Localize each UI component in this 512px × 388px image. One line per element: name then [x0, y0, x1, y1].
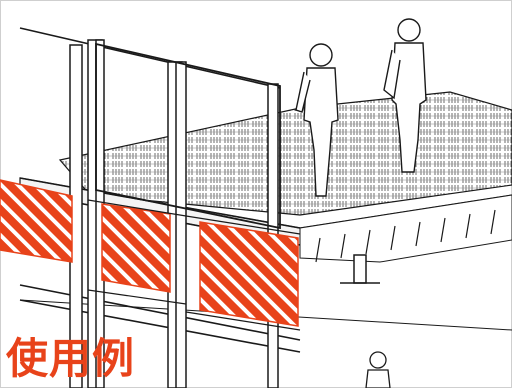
usage-example-caption: 使用例 — [6, 334, 136, 383]
deck-beam — [299, 194, 512, 263]
person-silhouette-left — [295, 43, 339, 197]
hatched-panel-left — [0, 179, 73, 263]
deck-ribs — [315, 209, 496, 263]
person-silhouette-partial — [365, 351, 391, 388]
panel-rails — [87, 199, 301, 331]
support-bracket — [340, 254, 380, 284]
glass-pane — [95, 42, 281, 230]
person-silhouette-right — [383, 18, 427, 173]
hatched-panel-middle — [101, 203, 171, 293]
hatched-panel-right — [199, 221, 299, 327]
